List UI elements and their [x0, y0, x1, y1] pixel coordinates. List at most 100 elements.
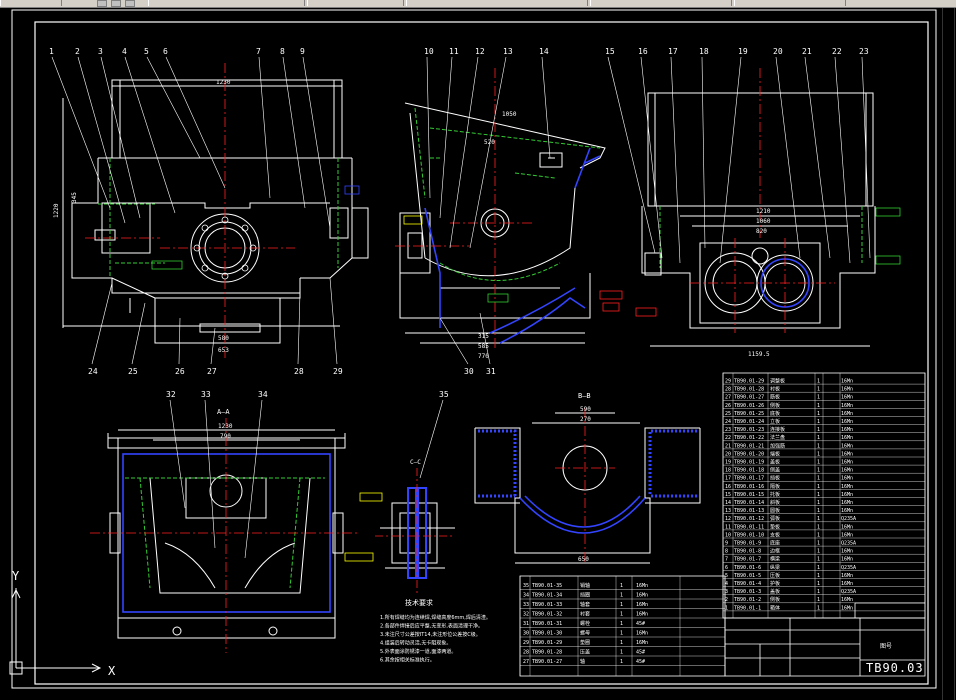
bom-cell: 加强筋 — [770, 442, 785, 449]
bom-cell: 10 — [725, 532, 731, 538]
bom-cell: 28 — [725, 387, 731, 393]
bom-cell: 1 — [620, 659, 623, 665]
bom-cell: TB90.01-2 — [734, 597, 761, 603]
bom-cell: TB90.01-29 — [734, 379, 764, 385]
tech-notes-title: 技术要求 — [405, 598, 433, 607]
bom-cell: 16Mn — [636, 602, 648, 608]
scrollbar-thumb[interactable] — [942, 8, 955, 700]
bom-cell: 16Mn — [841, 581, 853, 587]
bom-cell: 1 — [817, 605, 820, 611]
dim-front-bottom2: 653 — [218, 347, 229, 354]
bom-cell: 横梁 — [770, 556, 780, 563]
bom-cell: TB90.01-33 — [532, 602, 562, 608]
dimension-texts: 1230 1220 345 580 653 1050 520 770 585 3… — [53, 79, 771, 563]
dim-front-height: 1220 — [53, 203, 60, 218]
dim-right-in: 820 — [756, 228, 767, 235]
bom-cell: 4 — [725, 581, 728, 587]
bom-cell: 底板 — [770, 410, 780, 417]
bom-cell: TB90.01-4 — [734, 581, 761, 587]
bom-cell: 16Mn — [841, 427, 853, 433]
title-block — [724, 602, 926, 677]
bom-cell: 垫板 — [770, 523, 780, 530]
bom-cell: TB90.01-14 — [734, 500, 764, 506]
bom-cell: 1 — [817, 387, 820, 393]
bom-cell: 28 — [523, 650, 529, 656]
bom-cell: 16Mn — [841, 443, 853, 449]
part-number-label: 6 — [163, 47, 168, 56]
leader-line — [244, 399, 263, 559]
bom-cell: 支板 — [770, 531, 780, 538]
bom-cell: 30 — [523, 631, 529, 637]
plotstyle-dropdown[interactable] — [734, 0, 846, 6]
leader-line — [439, 317, 469, 365]
bom-cell: TB90.01-20 — [734, 451, 764, 457]
bom-cell: TB90.01-9 — [734, 541, 761, 547]
leader-line — [51, 56, 111, 209]
toolbar-button-icon[interactable] — [111, 0, 121, 7]
leader-line — [419, 399, 444, 479]
bom-cell: 侧板 — [770, 596, 780, 603]
part-number-label: 23 — [859, 47, 869, 56]
leader-line — [804, 56, 831, 259]
leader-line — [834, 56, 851, 264]
bom-cell: 20 — [725, 451, 731, 457]
bom-cell: 挡圈 — [580, 592, 590, 599]
part-number-label: 18 — [699, 47, 709, 56]
toolbar-button-icon[interactable] — [125, 0, 135, 7]
bom-cell: 16Mn — [636, 640, 648, 646]
bom-cell: TB90.01-25 — [734, 411, 764, 417]
layer-dropdown[interactable] — [148, 0, 305, 6]
bom-cell: 16Mn — [841, 403, 853, 409]
part-number-label: 25 — [128, 367, 138, 376]
toolbar-button-icon[interactable] — [97, 0, 107, 7]
bom-cell: TB90.01-11 — [734, 524, 764, 530]
bom-cell: 隔板 — [770, 483, 780, 490]
bom-cell: 1 — [817, 565, 820, 571]
bom-cell: 1 — [817, 419, 820, 425]
toolbar-segment[interactable] — [0, 0, 62, 6]
drawing-canvas[interactable]: 29TB90.01-29调整板116Mn28TB90.01-28衬板116Mn2… — [0, 8, 939, 700]
dim-right-mid: 1060 — [756, 218, 771, 225]
dim-side-bottom: 770 — [478, 353, 489, 360]
bom-cell: 23 — [725, 427, 731, 433]
part-number-label: 32 — [166, 390, 176, 399]
bom-cell: 7 — [725, 557, 728, 563]
lineweight-dropdown[interactable] — [590, 0, 732, 6]
section-bb-centerlines — [555, 408, 615, 563]
bom-cell: 纵梁 — [770, 564, 780, 571]
bom-cell: TB90.01-7 — [734, 557, 761, 563]
bom-cell: TB90.01-24 — [734, 419, 764, 425]
bom-cell: 螺母 — [580, 630, 590, 637]
bom-cell: 16Mn — [841, 573, 853, 579]
leader-line — [100, 56, 141, 219]
bom-cell: TB90.01-21 — [734, 443, 764, 449]
bom-cell: 16Mn — [636, 612, 648, 618]
part-number-label: 8 — [280, 47, 285, 56]
linetype-dropdown[interactable] — [406, 0, 588, 6]
bom-cell: 1 — [817, 524, 820, 530]
bom-cell: 衬板 — [770, 386, 780, 393]
bom-cell: 12 — [725, 516, 731, 522]
bom-cell: 衬套 — [580, 611, 590, 618]
vertical-scrollbar[interactable] — [939, 8, 956, 700]
part-number-label: 33 — [201, 390, 211, 399]
bom-cell: 1 — [620, 621, 623, 627]
bom-cell: TB90.01-12 — [734, 516, 764, 522]
part-number-label: 20 — [773, 47, 783, 56]
bom-cell: 1 — [817, 589, 820, 595]
bom-cell: 法兰盘 — [770, 434, 785, 441]
leader-line — [91, 282, 113, 365]
ucs-x-label: X — [108, 664, 116, 678]
bom-cell: 1 — [817, 581, 820, 587]
side-view-hidden — [414, 107, 601, 281]
color-dropdown[interactable] — [307, 0, 404, 6]
bom-cell: 1 — [817, 476, 820, 482]
dim-front-width: 1230 — [216, 79, 231, 86]
drawing-border-inner — [34, 21, 929, 685]
bom-cell: 16Mn — [841, 549, 853, 555]
bom-cell: 16Mn — [841, 508, 853, 514]
side-view-section — [424, 147, 601, 344]
bom-cell: 6 — [725, 565, 728, 571]
bom-cell: 1 — [817, 411, 820, 417]
